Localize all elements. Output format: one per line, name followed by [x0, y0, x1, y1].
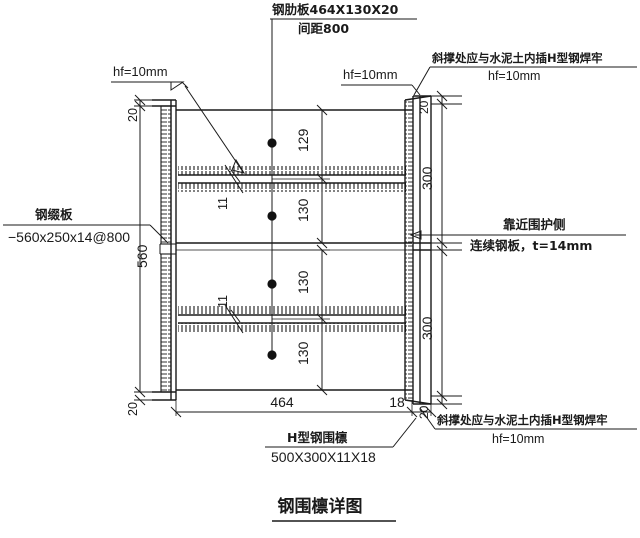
retaining-side-line1: 靠近围护侧: [503, 217, 566, 232]
stud-dot-2: [267, 211, 277, 221]
dimension-bottom: 464 18: [170, 394, 437, 418]
rib-plate-label-line2: 间距800: [298, 21, 349, 36]
weld-left-label: hf=10mm: [113, 64, 168, 79]
h-waler-line2: 500X300X11X18: [271, 449, 376, 465]
rib-plate-label-line1: 钢肋板464X130X20: [272, 2, 399, 17]
drawing-title-block: 钢围檩详图: [272, 496, 396, 522]
weld-band-upper: [178, 166, 406, 192]
dim-bottom-18: 18: [389, 394, 405, 410]
dimension-center-chain: 129 130 130 130: [272, 104, 330, 396]
annotation-batten-plate: 钢缀板 −560x250x14@800: [3, 207, 169, 245]
weld-center-label: hf=10mm: [343, 67, 398, 82]
dim-web-11-lower: 11: [216, 295, 230, 308]
drawing-title: 钢围檩详图: [278, 496, 363, 517]
annotation-brace-bottom: 斜撑处应与水泥土内插H型钢焊牢 hf=10mm: [419, 407, 637, 446]
dimension-left: 20 20 560: [126, 94, 176, 416]
dim-left-top-20: 20: [126, 108, 140, 122]
stud-dot-4: [267, 350, 277, 360]
brace-top-line1: 斜撑处应与水泥土内插H型钢焊牢: [431, 51, 603, 65]
annotation-rib-plate: 钢肋板464X130X20 间距800: [270, 2, 417, 108]
stud-dot-1: [267, 138, 277, 148]
dim-right-300-upper: 300: [419, 166, 435, 190]
dim-left-bottom-20: 20: [126, 402, 140, 416]
dim-left-560: 560: [134, 244, 150, 268]
brace-top-line2: hf=10mm: [488, 69, 540, 83]
dimension-right: 20 20 300 300: [417, 90, 462, 419]
stud-dot-3: [267, 279, 277, 289]
dimension-web-thickness: 11 11: [216, 164, 244, 334]
annotation-h-waler: H型钢围檩 500X300X11X18: [265, 417, 417, 465]
dim-center-130-b: 130: [295, 270, 311, 294]
batten-plate-line2: −560x250x14@800: [8, 229, 130, 245]
left-plate-upper: [160, 105, 172, 245]
brace-bottom-line2: hf=10mm: [492, 432, 544, 446]
weld-band-lower: [178, 306, 406, 332]
annotation-brace-top: 斜撑处应与水泥土内插H型钢焊牢 hf=10mm: [413, 51, 637, 96]
annotation-retaining-side: 靠近围护侧 连续钢板，t=14mm: [409, 217, 626, 253]
brace-bottom-line1: 斜撑处应与水泥土内插H型钢焊牢: [436, 413, 608, 427]
dim-center-129: 129: [295, 128, 311, 152]
dim-right-300-lower: 300: [419, 316, 435, 340]
dim-center-130-c: 130: [295, 341, 311, 365]
dim-center-130-a: 130: [295, 198, 311, 222]
annotation-weld-center: hf=10mm: [341, 67, 421, 96]
dim-web-11-upper: 11: [216, 197, 230, 210]
left-plate-lower: [160, 253, 172, 393]
retaining-side-line2: 连续钢板，t=14mm: [470, 238, 592, 253]
batten-plate-line1: 钢缀板: [35, 207, 73, 222]
dim-right-top-20: 20: [417, 100, 431, 114]
dim-bottom-464: 464: [270, 394, 294, 410]
h-waler-line1: H型钢围檩: [287, 430, 348, 445]
right-plate-hatch: [405, 100, 413, 400]
